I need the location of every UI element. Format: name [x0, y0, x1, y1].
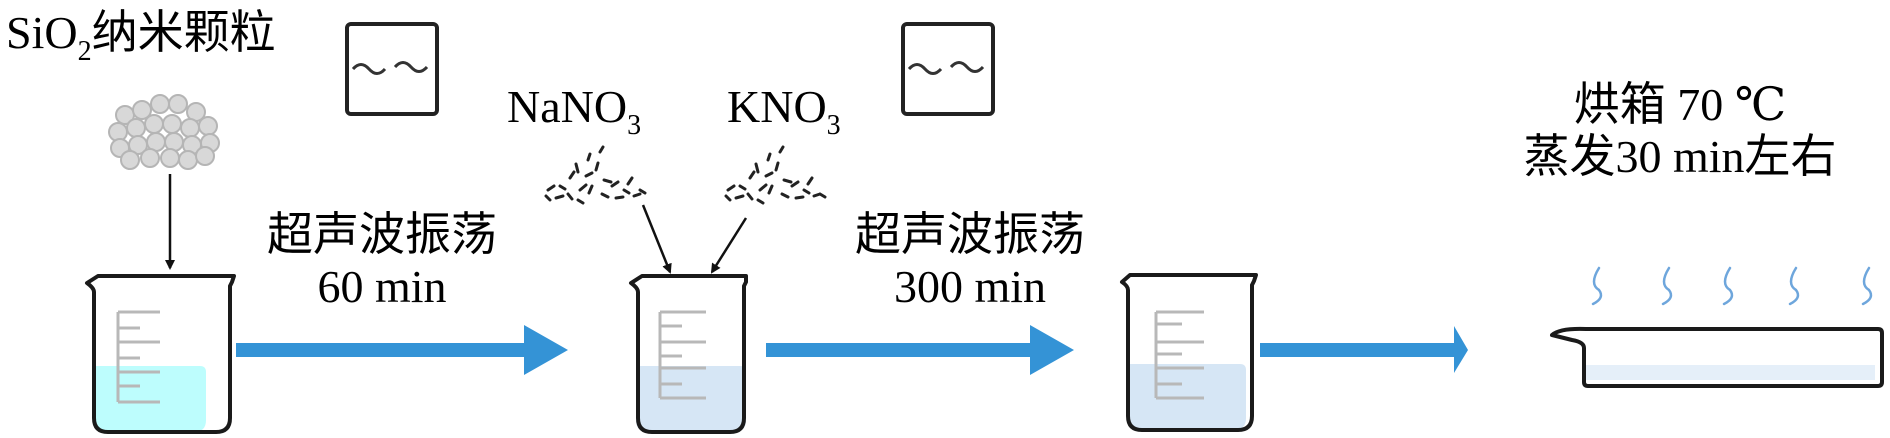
process-arrow-1 [236, 325, 568, 375]
evaporating-dish [1550, 326, 1884, 388]
nano3-label: NaNO3 [507, 81, 642, 141]
add-nano3-arrow [641, 204, 672, 274]
beaker-2 [629, 274, 748, 434]
step1-duration: 60 min [317, 261, 447, 312]
beaker-1-liquid [96, 366, 206, 432]
beaker-3 [1120, 273, 1258, 432]
sio2-formula: SiO2 [6, 7, 92, 67]
process-arrow-3 [1260, 326, 1468, 373]
add-kno3-arrow [710, 217, 748, 274]
step1-action: 超声波振荡 [267, 209, 497, 260]
sio2-particles-icon [108, 94, 220, 170]
steam-icon [1591, 266, 1873, 306]
sio2-label: SiO2纳米颗粒 [6, 7, 276, 67]
process-arrow-2 [766, 325, 1074, 375]
step2-duration: 300 min [893, 261, 1047, 312]
step3-evaporate: 蒸发30 min左右 [1523, 131, 1837, 182]
kno3-label: KNO3 [727, 81, 841, 141]
step3-label: 烘箱 70 ℃ 蒸发30 min左右 [1470, 82, 1890, 180]
water-container-icon [901, 22, 995, 116]
kno3-crystals-icon [724, 145, 827, 205]
step2-label: 超声波振荡 300 min [820, 212, 1120, 310]
beaker-1 [85, 274, 236, 434]
dish-liquid [1585, 365, 1875, 380]
nano3-crystals-icon [544, 145, 647, 205]
step1-label: 超声波振荡 60 min [232, 212, 532, 310]
step3-oven: 烘箱 70 ℃ [1573, 79, 1787, 130]
step2-action: 超声波振荡 [855, 209, 1085, 260]
water-container-icon [345, 22, 439, 116]
